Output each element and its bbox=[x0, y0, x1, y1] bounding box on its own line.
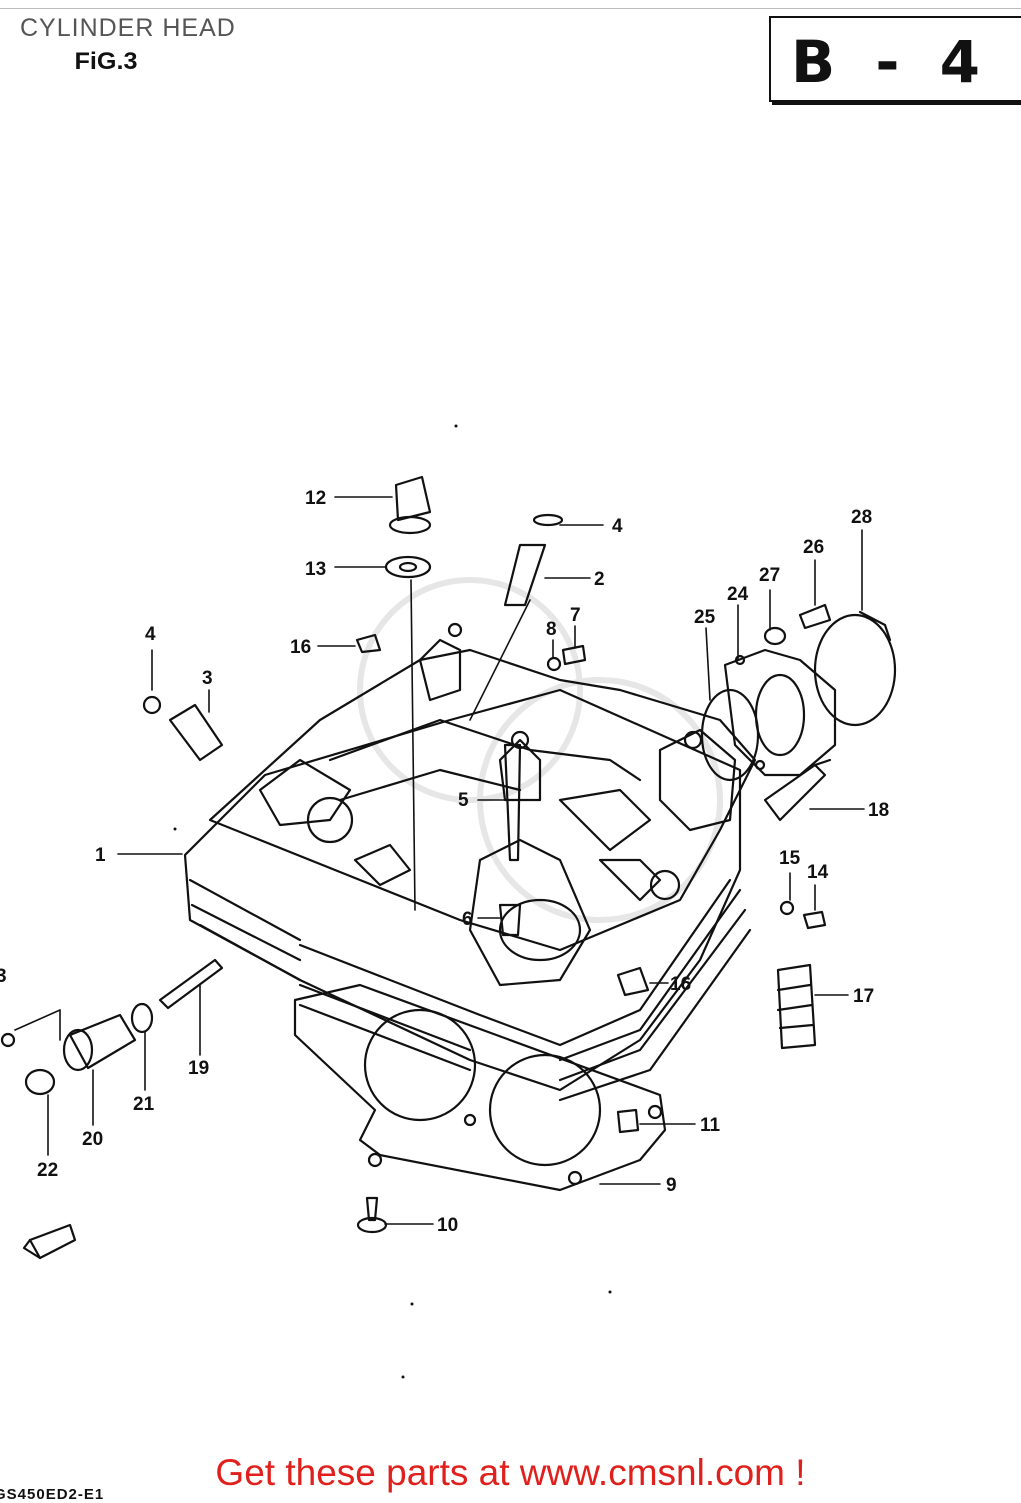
callout-22: 22 bbox=[37, 1160, 58, 1181]
section-code-box: B - 4 bbox=[769, 16, 1021, 102]
callout-24: 24 bbox=[727, 584, 749, 605]
parts-shop-link[interactable]: Get these parts at www.cmsnl.com ! bbox=[215, 1452, 806, 1493]
callout-3-edge: 3 bbox=[0, 966, 7, 987]
callout-3: 3 bbox=[202, 668, 213, 689]
callout-6: 6 bbox=[462, 909, 473, 930]
fwd-arrow-icon bbox=[28, 1223, 77, 1260]
top-rule bbox=[0, 8, 1021, 9]
callout-1: 1 bbox=[95, 845, 106, 866]
section-code: B - 4 bbox=[791, 28, 991, 96]
oring-4-top bbox=[532, 513, 564, 527]
callout-5: 5 bbox=[458, 790, 469, 811]
dowel-11 bbox=[616, 1108, 640, 1134]
callout-11: 11 bbox=[700, 1115, 721, 1136]
bushing-20 bbox=[68, 1013, 137, 1070]
callout-27: 27 bbox=[759, 565, 780, 586]
washer-27 bbox=[763, 626, 787, 646]
callout-7: 7 bbox=[570, 605, 581, 626]
bolt-26 bbox=[798, 603, 832, 630]
bolt-10 bbox=[365, 1196, 379, 1222]
callout-19: 19 bbox=[188, 1058, 209, 1079]
seal-21 bbox=[130, 1002, 154, 1034]
callout-26: 26 bbox=[803, 537, 824, 558]
stud-5 bbox=[503, 743, 522, 862]
callout-21: 21 bbox=[133, 1094, 155, 1115]
oring-4-left bbox=[142, 695, 162, 715]
guide-2 bbox=[503, 543, 547, 607]
head-gasket bbox=[293, 983, 667, 1192]
spark-plug bbox=[763, 763, 827, 822]
plug-22 bbox=[24, 1068, 56, 1096]
intake-clamp bbox=[813, 613, 897, 727]
callout-2: 2 bbox=[594, 569, 605, 590]
callout-16b: 16 bbox=[670, 974, 691, 995]
callout-14: 14 bbox=[807, 862, 829, 883]
page-title: CYLINDER HEAD bbox=[20, 14, 236, 42]
figure-label: FiG.3 bbox=[74, 48, 138, 75]
callout-12: 12 bbox=[305, 488, 326, 509]
cylinder-head-exploded-diagram: 12 13 16 4 2 4 3 1 5 6 7 8 25 24 27 26 2… bbox=[0, 424, 897, 1379]
intake-joint bbox=[723, 648, 837, 777]
callout-9: 9 bbox=[666, 1175, 677, 1196]
callout-17: 17 bbox=[853, 986, 874, 1007]
washer-13 bbox=[384, 555, 432, 579]
dowel-6 bbox=[498, 903, 522, 937]
callout-20: 20 bbox=[82, 1129, 103, 1150]
callout-16a: 16 bbox=[290, 637, 311, 658]
callout-8: 8 bbox=[546, 619, 557, 640]
callout-4a: 4 bbox=[612, 516, 623, 537]
callout-18: 18 bbox=[868, 800, 889, 821]
callout-13: 13 bbox=[305, 559, 326, 580]
rubber-block bbox=[776, 963, 817, 1050]
document-code: GS450ED2-E1 bbox=[0, 1486, 105, 1503]
callout-10: 10 bbox=[437, 1215, 458, 1236]
callout-25: 25 bbox=[694, 607, 716, 628]
cap-nut bbox=[394, 475, 432, 522]
callout-28: 28 bbox=[851, 507, 872, 528]
guide-3 bbox=[168, 703, 224, 762]
gear-19 bbox=[158, 958, 224, 1010]
callout-15: 15 bbox=[779, 848, 801, 869]
callout-4b: 4 bbox=[145, 624, 156, 645]
